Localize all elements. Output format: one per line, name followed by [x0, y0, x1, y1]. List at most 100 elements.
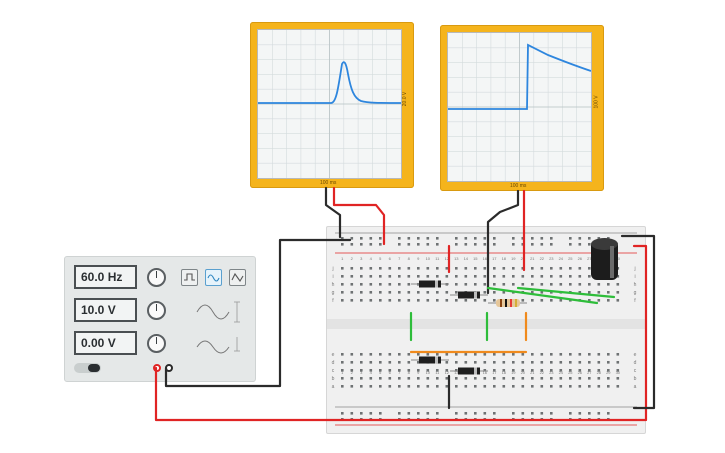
strip-hole: [474, 385, 477, 388]
rail-hole: [483, 412, 487, 415]
strip-hole: [616, 385, 620, 388]
strip-hole: [512, 267, 515, 270]
strip-hole: [569, 267, 572, 270]
rail-hole: [407, 412, 411, 415]
offset-knob[interactable]: [147, 334, 166, 353]
rail-hole: [407, 418, 411, 421]
strip-hole: [455, 377, 458, 380]
strip-hole: [540, 283, 544, 286]
row-label: f: [332, 298, 334, 304]
strip-hole: [531, 275, 534, 278]
rail-hole: [493, 412, 496, 415]
strip-hole: [369, 369, 373, 372]
square-wave-icon: [184, 273, 195, 281]
strip-hole: [540, 275, 544, 278]
square-wave-button[interactable]: [181, 269, 198, 286]
strip-hole: [398, 361, 401, 364]
strip-hole: [531, 283, 534, 286]
triangle-wave-button[interactable]: [229, 269, 246, 286]
strip-hole: [540, 361, 544, 364]
strip-hole: [521, 283, 525, 286]
rail-hole: [540, 243, 544, 246]
strip-hole: [379, 353, 382, 356]
strip-hole: [341, 377, 344, 380]
strip-hole: [379, 377, 382, 380]
rail-hole: [474, 243, 477, 246]
frequency-knob[interactable]: [147, 268, 166, 287]
negative-terminal[interactable]: [165, 364, 173, 372]
rail-hole: [417, 418, 420, 421]
strip-hole: [455, 385, 458, 388]
strip-hole: [559, 275, 563, 278]
strip-hole: [407, 299, 411, 302]
rail-hole: [360, 243, 363, 246]
strip-hole: [578, 353, 582, 356]
strip-hole: [426, 361, 430, 364]
strip-hole: [521, 385, 525, 388]
strip-hole: [445, 353, 449, 356]
strip-hole: [398, 377, 401, 380]
strip-hole: [502, 283, 506, 286]
strip-hole: [350, 353, 354, 356]
strip-hole: [512, 353, 515, 356]
strip-hole: [436, 377, 439, 380]
row-label: j: [633, 266, 635, 272]
strip-hole: [464, 369, 468, 372]
strip-hole: [388, 361, 392, 364]
strip-hole: [569, 299, 572, 302]
amplitude-knob[interactable]: [147, 301, 166, 320]
rail-hole: [350, 418, 354, 421]
strip-hole: [540, 267, 544, 270]
rail-hole: [398, 243, 401, 246]
strip-hole: [436, 361, 439, 364]
oscilloscope-1[interactable]: 100 ms 20.0 V: [250, 22, 414, 188]
strip-hole: [502, 275, 506, 278]
strip-hole: [474, 267, 477, 270]
strip-hole: [493, 385, 496, 388]
strip-hole: [388, 299, 392, 302]
strip-hole: [597, 353, 601, 356]
strip-hole: [417, 275, 420, 278]
strip-hole: [436, 267, 439, 270]
rail-hole: [436, 412, 439, 415]
strip-hole: [350, 283, 354, 286]
sine-wave-button[interactable]: [205, 269, 222, 286]
rail-hole: [417, 412, 420, 415]
strip-hole: [341, 353, 344, 356]
strip-hole: [521, 299, 525, 302]
power-toggle[interactable]: [74, 363, 101, 373]
strip-hole: [350, 361, 354, 364]
strip-hole: [388, 291, 392, 294]
strip-hole: [550, 369, 553, 372]
strip-hole: [350, 377, 354, 380]
strip-hole: [550, 353, 553, 356]
row-label: d: [634, 360, 637, 366]
strip-hole: [426, 291, 430, 294]
oscilloscope-2[interactable]: 100 ms 100 V: [440, 25, 604, 191]
strip-hole: [616, 283, 620, 286]
rail-hole: [369, 412, 373, 415]
rail-hole: [360, 412, 363, 415]
strip-hole: [388, 385, 392, 388]
strip-hole: [341, 267, 344, 270]
rail-hole: [569, 243, 572, 246]
strip-hole: [417, 267, 420, 270]
oscilloscope-1-time-division: 100 ms: [320, 180, 337, 186]
strip-hole: [350, 385, 354, 388]
strip-hole: [455, 267, 458, 270]
strip-hole: [559, 299, 563, 302]
positive-terminal[interactable]: [153, 364, 161, 372]
rail-hole: [531, 412, 534, 415]
rail-hole: [407, 243, 411, 246]
strip-hole: [436, 369, 439, 372]
strip-hole: [426, 353, 430, 356]
column-number: 17: [492, 256, 497, 261]
rail-hole: [360, 237, 363, 240]
strip-hole: [474, 361, 477, 364]
strip-hole: [607, 267, 610, 270]
strip-hole: [578, 283, 582, 286]
strip-hole: [398, 291, 401, 294]
strip-hole: [502, 377, 506, 380]
function-generator[interactable]: 60.0 Hz 10.0 V 0.00 V: [64, 256, 256, 382]
